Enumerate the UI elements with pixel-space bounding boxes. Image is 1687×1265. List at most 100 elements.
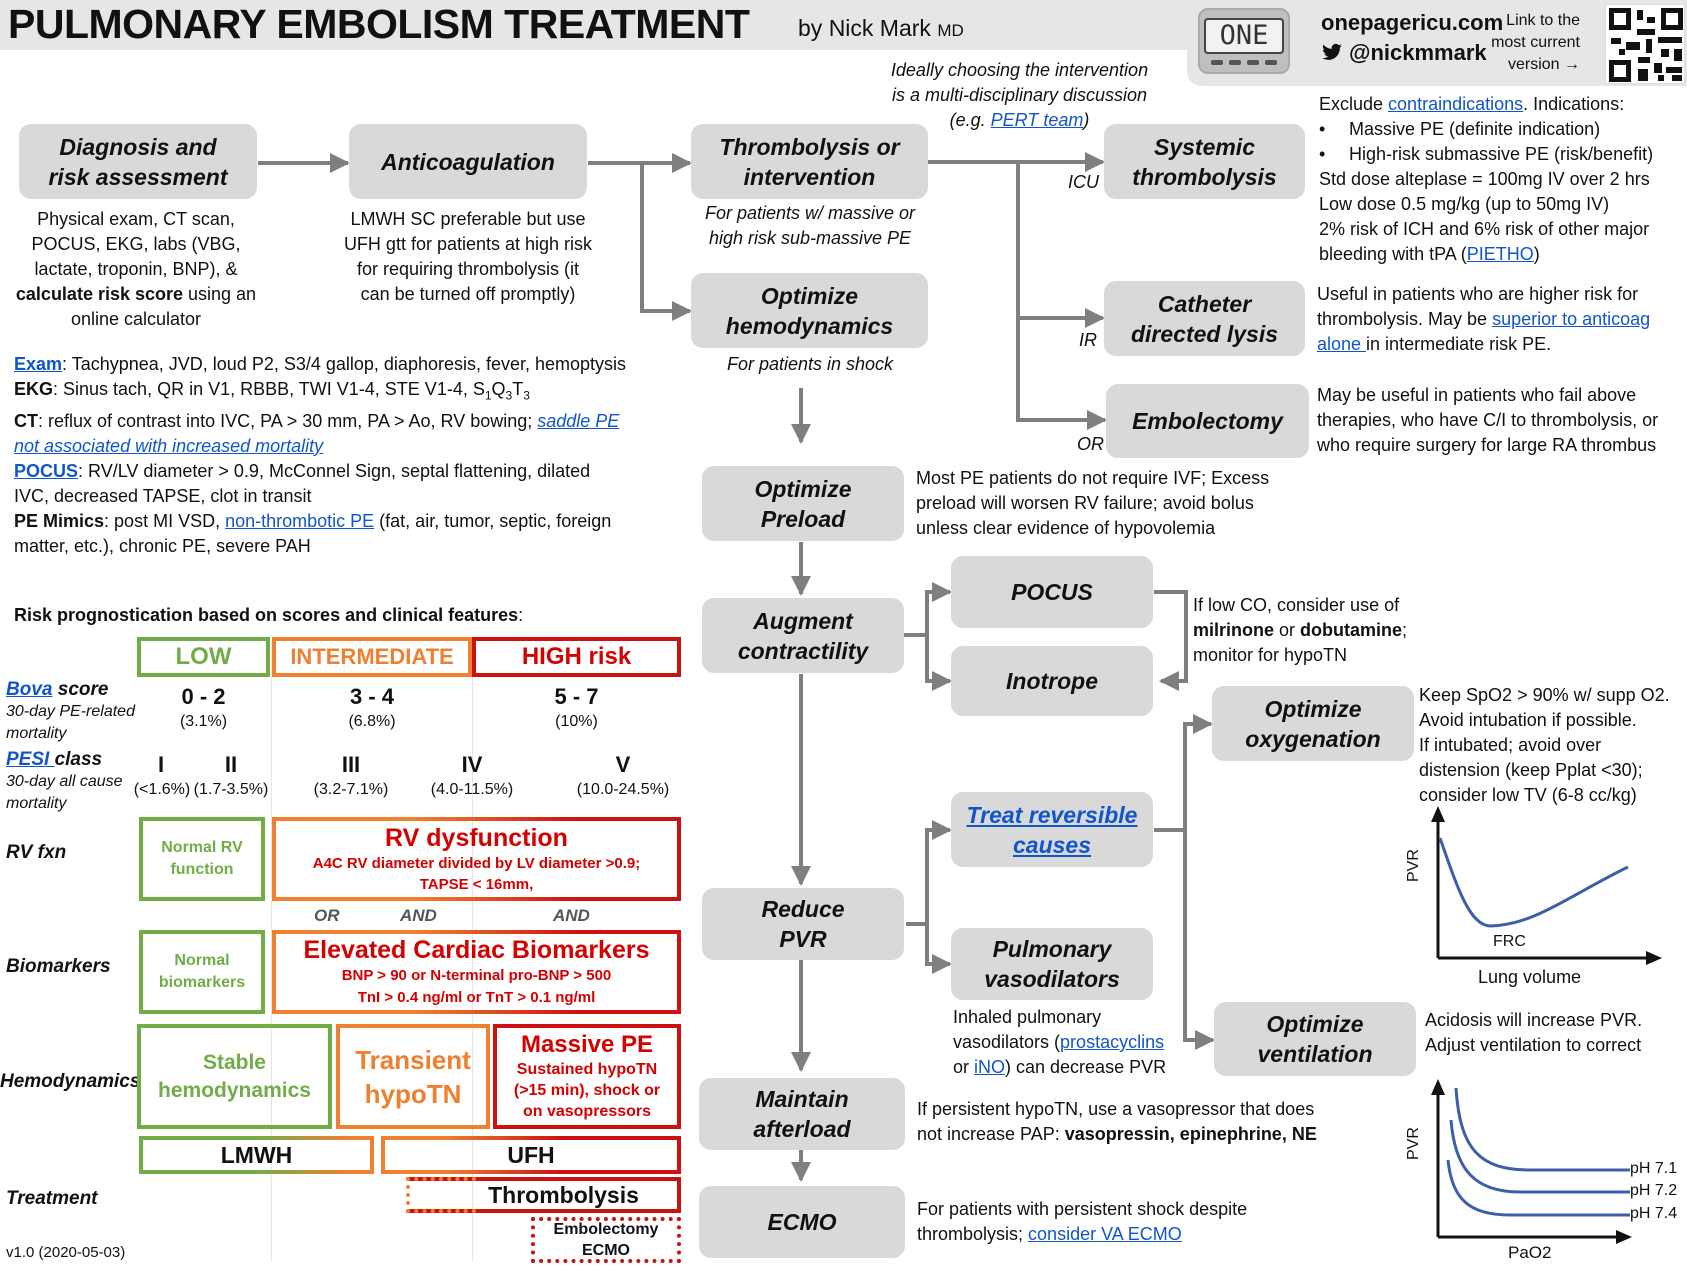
diagnosis-text-end: using an online calculator bbox=[70, 284, 257, 329]
saddle-pe-link[interactable]: saddle PE not associated with increased … bbox=[14, 410, 620, 456]
branch-label-or: OR bbox=[1077, 434, 1104, 454]
risk-heading-text: Risk prognostication based on scores and… bbox=[14, 605, 519, 625]
non-thrombotic-pe-link[interactable]: non-thrombotic PE bbox=[225, 510, 375, 531]
pvr-graph-ylabel: PVR bbox=[1405, 849, 1422, 882]
vaso-mid: or bbox=[953, 1057, 970, 1077]
optimize-preload-box: Optimize Preload bbox=[702, 466, 904, 541]
arrow-causes-oxy bbox=[1154, 714, 1213, 832]
pesi-class-2: II bbox=[224, 752, 238, 777]
exam-link[interactable]: Exam bbox=[14, 354, 63, 374]
anticoagulation-box: Anticoagulation bbox=[349, 124, 587, 199]
bio-elevated-criteria: BNP > 90 or N-terminal pro-BNP > 500 TnI… bbox=[341, 967, 612, 1006]
biomarkers-row-label: Biomarkers bbox=[6, 956, 111, 977]
treat-reversible-causes-box[interactable]: Treat reversible causes bbox=[951, 792, 1153, 867]
ino-mid: or bbox=[1274, 620, 1301, 640]
dobutamine-bold: dobutamine bbox=[1300, 620, 1403, 640]
pvr-graph-xlabel: Lung volume bbox=[1478, 967, 1582, 987]
ekg-label: EKG bbox=[14, 379, 54, 399]
catheter-lysis-box: Catheter directed lysis bbox=[1104, 281, 1305, 356]
ct-finding: CT: reflux of contrast into IVC, PA > 30… bbox=[14, 409, 674, 459]
pocus-link[interactable]: POCUS bbox=[14, 460, 79, 481]
hemo-transient-box: Transient hypoTN bbox=[336, 1024, 490, 1129]
branch-label-icu: ICU bbox=[1068, 172, 1099, 192]
arrow-pvr-causes bbox=[906, 820, 952, 926]
diagnosis-text: Physical exam, CT scan, POCUS, EKG, labs… bbox=[31, 209, 241, 279]
superior-anticoag-link[interactable]: superior to anticoag alone bbox=[1317, 309, 1651, 354]
arrow-contract-inotrope bbox=[925, 635, 952, 691]
ekg-sub-1: 1 bbox=[484, 388, 492, 403]
maintain-afterload-box: Maintain afterload bbox=[699, 1078, 905, 1150]
diagnosis-box: Diagnosis and risk assessment bbox=[19, 124, 257, 199]
sys-line-4: bleeding with tPA ( bbox=[1319, 244, 1467, 264]
risk-header-high: HIGH risk bbox=[472, 637, 681, 677]
one-logo-icon: ONE bbox=[1198, 8, 1290, 74]
sys-line-2: Low dose 0.5 mg/kg (up to 50mg IV) bbox=[1319, 194, 1610, 214]
mimics-finding: PE Mimics: post MI VSD, non-thrombotic P… bbox=[14, 509, 674, 559]
risk-header-low: LOW bbox=[137, 637, 270, 677]
byline: by Nick Mark MD bbox=[798, 15, 964, 42]
bova-link[interactable]: Bova bbox=[6, 679, 53, 700]
ct-label: CT bbox=[14, 410, 38, 431]
ino-link[interactable]: iNO bbox=[974, 1057, 1006, 1077]
ekg-sub-3: 3 bbox=[505, 388, 513, 403]
byline-prefix: by bbox=[798, 15, 823, 41]
vent-graph-ylabel: PVR bbox=[1405, 1127, 1422, 1160]
bova-subtitle: 30-day PE-related mortality bbox=[6, 703, 135, 742]
pocus-box: POCUS bbox=[951, 556, 1153, 628]
tx-ufh-box: UFH bbox=[381, 1136, 681, 1174]
pietho-link[interactable]: PIETHO bbox=[1466, 244, 1534, 264]
arrow-causes-vent bbox=[1183, 830, 1215, 1050]
pesi-link[interactable]: PESI bbox=[6, 749, 55, 770]
rv-normal-box: Normal RV function bbox=[139, 817, 265, 901]
author-credential: MD bbox=[937, 21, 964, 40]
bio-normal-box: Normal biomarkers bbox=[139, 930, 265, 1014]
pesi-class-5: V bbox=[615, 752, 631, 777]
risk-heading-colon: : bbox=[518, 605, 524, 625]
treatment-row-label: Treatment bbox=[6, 1188, 98, 1209]
vent-graph-xlabel: PaO2 bbox=[1508, 1243, 1552, 1262]
prostacyclins-link[interactable]: prostacyclins bbox=[1060, 1032, 1165, 1052]
version-link-note[interactable]: Link to the most current version → bbox=[1491, 12, 1580, 73]
arrow-pvr-vaso bbox=[925, 924, 952, 974]
afterload-text: If persistent hypoTN, use a vasopressor … bbox=[917, 1099, 1315, 1144]
arrow-embolectomy bbox=[1016, 318, 1107, 430]
risk-score-bold: calculate risk score bbox=[15, 284, 184, 304]
pvr-graph-frc: FRC bbox=[1493, 933, 1526, 950]
exam-finding: Exam: Tachypnea, JVD, loud P2, S3/4 gall… bbox=[14, 352, 674, 377]
tx-thrombolysis-box: Thrombolysis bbox=[406, 1177, 681, 1213]
multidisciplinary-note: Ideally choosing the intervention is a m… bbox=[852, 58, 1187, 133]
pesi-class-1: I bbox=[157, 752, 165, 777]
findings-section: Exam: Tachypnea, JVD, loud P2, S3/4 gall… bbox=[14, 352, 674, 559]
bova-pct-low: (3.1%) bbox=[179, 713, 228, 730]
inotrope-box: Inotrope bbox=[951, 646, 1153, 716]
sys-line-4-end: ) bbox=[1533, 244, 1540, 264]
va-ecmo-link[interactable]: consider VA ECMO bbox=[1028, 1224, 1182, 1244]
bio-elevated-title: Elevated Cardiac Biomarkers bbox=[303, 936, 650, 964]
sys-bullet-2: •High-risk submassive PE (risk/benefit) bbox=[1319, 144, 1654, 164]
pesi-subtitle: 30-day all cause mortality bbox=[6, 773, 123, 812]
logo-text: ONE bbox=[1204, 18, 1284, 54]
ino-text: If low CO, consider use of bbox=[1193, 595, 1400, 615]
pesi-pct-3: (3.2-7.1%) bbox=[313, 781, 389, 798]
ekg-text: : Sinus tach, QR in V1, RBBB, TWI V1-4, … bbox=[53, 379, 485, 399]
site-link[interactable]: onepagericu.com bbox=[1321, 10, 1504, 35]
pert-team-link[interactable]: PERT team bbox=[990, 110, 1084, 130]
systemic-description: Exclude contraindications. Indications: … bbox=[1319, 92, 1687, 267]
twitter-handle[interactable]: @nickmmark bbox=[1321, 40, 1487, 66]
vasopressor-list: vasopressin, epinephrine, NE bbox=[1064, 1124, 1317, 1144]
risk-heading: Risk prognostication based on scores and… bbox=[14, 605, 523, 626]
pesi-row-label: PESI class 30-day all cause mortality bbox=[6, 749, 123, 815]
pesi-class-3: III bbox=[341, 752, 361, 777]
ekg-q: Q bbox=[491, 379, 506, 399]
contraindications-link[interactable]: contraindications bbox=[1388, 94, 1524, 114]
bova-value-int: 3 - 4 bbox=[349, 684, 395, 709]
sys-bullet-1-text: Massive PE (definite indication) bbox=[1349, 119, 1601, 139]
treat-reversible-causes-link[interactable]: Treat reversible causes bbox=[966, 801, 1138, 858]
ecmo-box: ECMO bbox=[699, 1186, 905, 1258]
grid-line bbox=[271, 642, 272, 1262]
pesi-pct-5: (10.0-24.5%) bbox=[576, 781, 670, 798]
qr-code-icon[interactable] bbox=[1605, 4, 1685, 84]
tx-lmwh-box: LMWH bbox=[139, 1136, 374, 1174]
sys-bullet-1: •Massive PE (definite indication) bbox=[1319, 119, 1601, 139]
pesi-pct-1: (<1.6%) bbox=[133, 781, 191, 798]
